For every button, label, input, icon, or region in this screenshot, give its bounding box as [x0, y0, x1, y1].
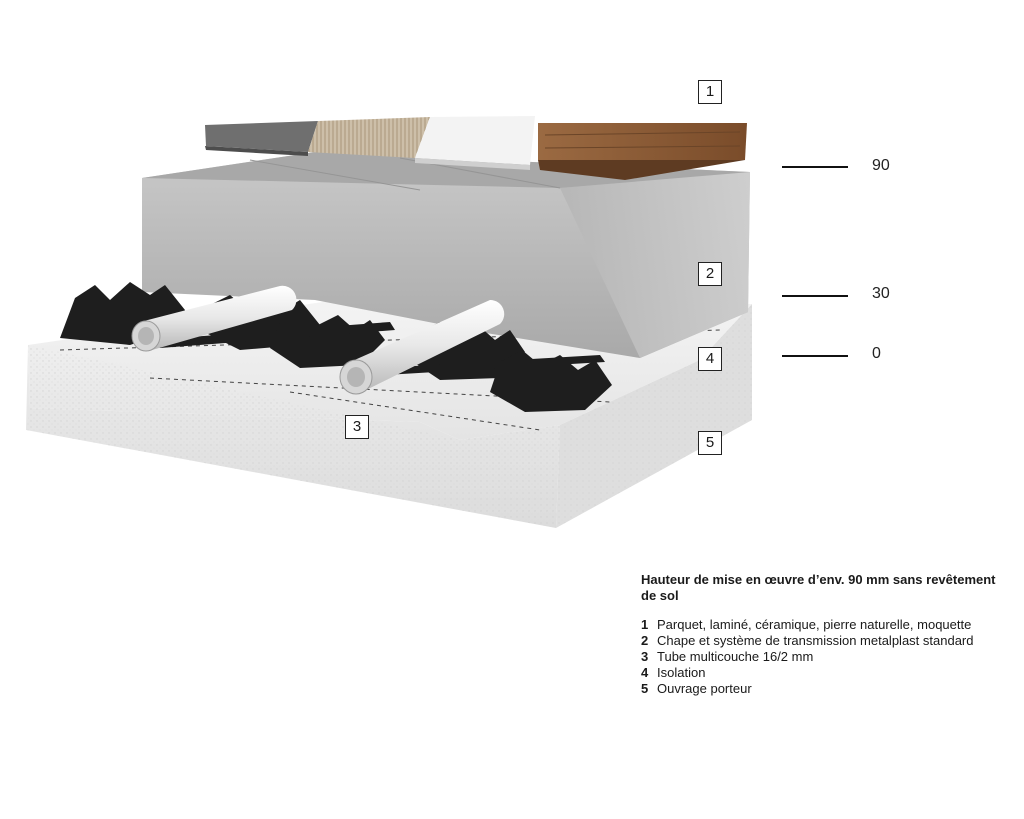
level-line-90 [782, 166, 848, 168]
callout-2: 2 [698, 262, 722, 286]
legend-item: 3 Tube multicouche 16/2 mm [641, 649, 1001, 665]
callout-5: 5 [698, 431, 722, 455]
legend-text: Chape et système de transmission metalpl… [657, 633, 974, 648]
screed-layer [142, 152, 750, 358]
legend-text: Tube multicouche 16/2 mm [657, 649, 814, 664]
legend-item: 5 Ouvrage porteur [641, 681, 1001, 697]
floor-covering-samples [205, 116, 747, 180]
level-label-0: 0 [872, 345, 881, 362]
callout-4: 4 [698, 347, 722, 371]
callout-3: 3 [345, 415, 369, 439]
level-label-90: 90 [872, 157, 890, 174]
legend-number: 3 [641, 649, 649, 664]
legend-number: 2 [641, 633, 649, 648]
legend-number: 5 [641, 681, 649, 696]
legend-text: Parquet, laminé, céramique, pierre natur… [657, 617, 972, 632]
legend-text: Ouvrage porteur [657, 681, 752, 696]
floor-heating-illustration [26, 116, 752, 528]
legend-number: 4 [641, 665, 649, 680]
legend-item: 1 Parquet, laminé, céramique, pierre nat… [641, 617, 1001, 633]
caption: Hauteur de mise en œuvre d’env. 90 mm sa… [641, 572, 1001, 697]
level-line-30 [782, 295, 848, 297]
level-line-0 [782, 355, 848, 357]
legend-item: 2 Chape et système de transmission metal… [641, 633, 1001, 649]
legend-number: 1 [641, 617, 649, 632]
legend-item: 4 Isolation [641, 665, 1001, 681]
caption-heading: Hauteur de mise en œuvre d’env. 90 mm sa… [641, 572, 996, 603]
level-label-30: 30 [872, 285, 890, 302]
callout-1: 1 [698, 80, 722, 104]
multilayer-pipes [131, 285, 505, 395]
legend-text: Isolation [657, 665, 706, 680]
